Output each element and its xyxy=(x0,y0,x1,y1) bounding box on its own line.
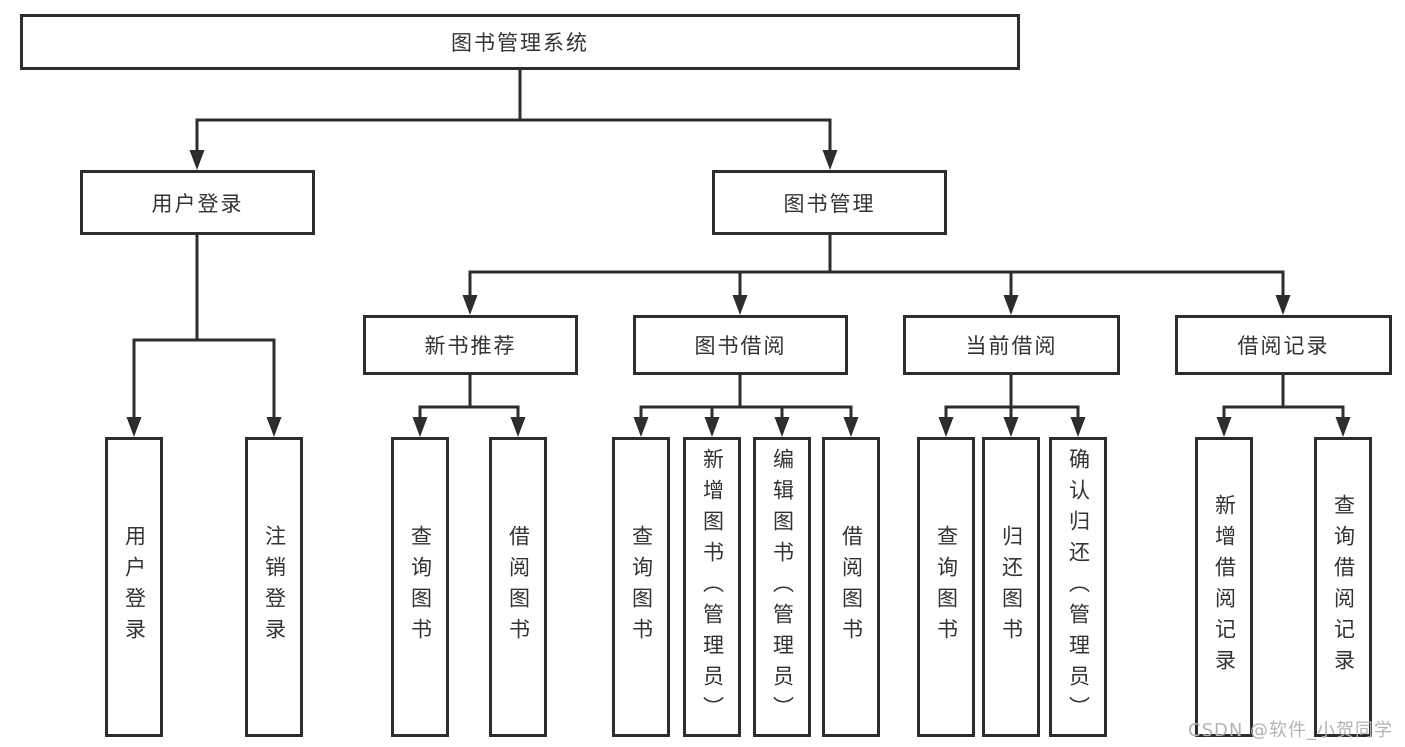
node-root: 图书管理系统 xyxy=(20,14,1020,70)
node-v-logout: 注销登录 xyxy=(245,437,303,737)
node-v-return-book: 归还图书 xyxy=(982,437,1040,737)
csdn-watermark: CSDN @软件_小贺同学 xyxy=(1188,720,1394,741)
arrowhead-down-icon xyxy=(774,417,790,437)
arrowhead-down-icon xyxy=(126,417,142,437)
arrowhead-down-icon xyxy=(822,150,838,170)
edge-root-to-level2 xyxy=(189,68,838,170)
node-v-query-book-3: 查询图书 xyxy=(917,437,975,737)
arrowhead-down-icon xyxy=(462,295,478,315)
arrowhead-down-icon xyxy=(633,417,649,437)
arrowhead-down-icon xyxy=(266,417,282,437)
node-current-borrow: 当前借阅 xyxy=(903,315,1120,375)
node-v-user-login: 用户登录 xyxy=(105,437,163,737)
node-v-add-book: 新增图书（管理员） xyxy=(683,437,741,737)
node-v-borrow-book-1: 借阅图书 xyxy=(489,437,547,737)
arrowhead-down-icon xyxy=(1003,417,1019,437)
edge-user-login-children xyxy=(126,233,282,437)
node-v-confirm-return: 确认归还（管理员） xyxy=(1049,437,1107,737)
node-book-borrow: 图书借阅 xyxy=(633,315,848,375)
node-book-mgmt: 图书管理 xyxy=(712,170,947,235)
node-v-query-book-1: 查询图书 xyxy=(391,437,449,737)
node-v-borrow-book-2: 借阅图书 xyxy=(822,437,880,737)
node-v-add-borrow-record: 新增借阅记录 xyxy=(1195,437,1253,737)
arrowhead-down-icon xyxy=(732,295,748,315)
arrowhead-down-icon xyxy=(1335,417,1351,437)
arrowhead-down-icon xyxy=(412,417,428,437)
node-borrow-record: 借阅记录 xyxy=(1175,315,1392,375)
edge-book-borrow-children xyxy=(633,373,859,437)
edge-current-borrow-children xyxy=(938,373,1086,437)
arrowhead-down-icon xyxy=(938,417,954,437)
arrowhead-down-icon xyxy=(1003,295,1019,315)
arrowhead-down-icon xyxy=(843,417,859,437)
edge-book-mgmt-children xyxy=(462,233,1291,315)
node-v-edit-book: 编辑图书（管理员） xyxy=(753,437,811,737)
arrowhead-down-icon xyxy=(1070,417,1086,437)
edge-new-book-rec-children xyxy=(412,373,526,437)
arrowhead-down-icon xyxy=(1275,295,1291,315)
node-user-login: 用户登录 xyxy=(80,170,315,235)
node-v-query-borrow-record: 查询借阅记录 xyxy=(1314,437,1372,737)
node-v-query-book-2: 查询图书 xyxy=(612,437,670,737)
node-new-book-rec: 新书推荐 xyxy=(363,315,578,375)
arrowhead-down-icon xyxy=(189,150,205,170)
arrowhead-down-icon xyxy=(1216,417,1232,437)
edge-borrow-record-children xyxy=(1216,373,1351,437)
arrowhead-down-icon xyxy=(704,417,720,437)
arrowhead-down-icon xyxy=(510,417,526,437)
